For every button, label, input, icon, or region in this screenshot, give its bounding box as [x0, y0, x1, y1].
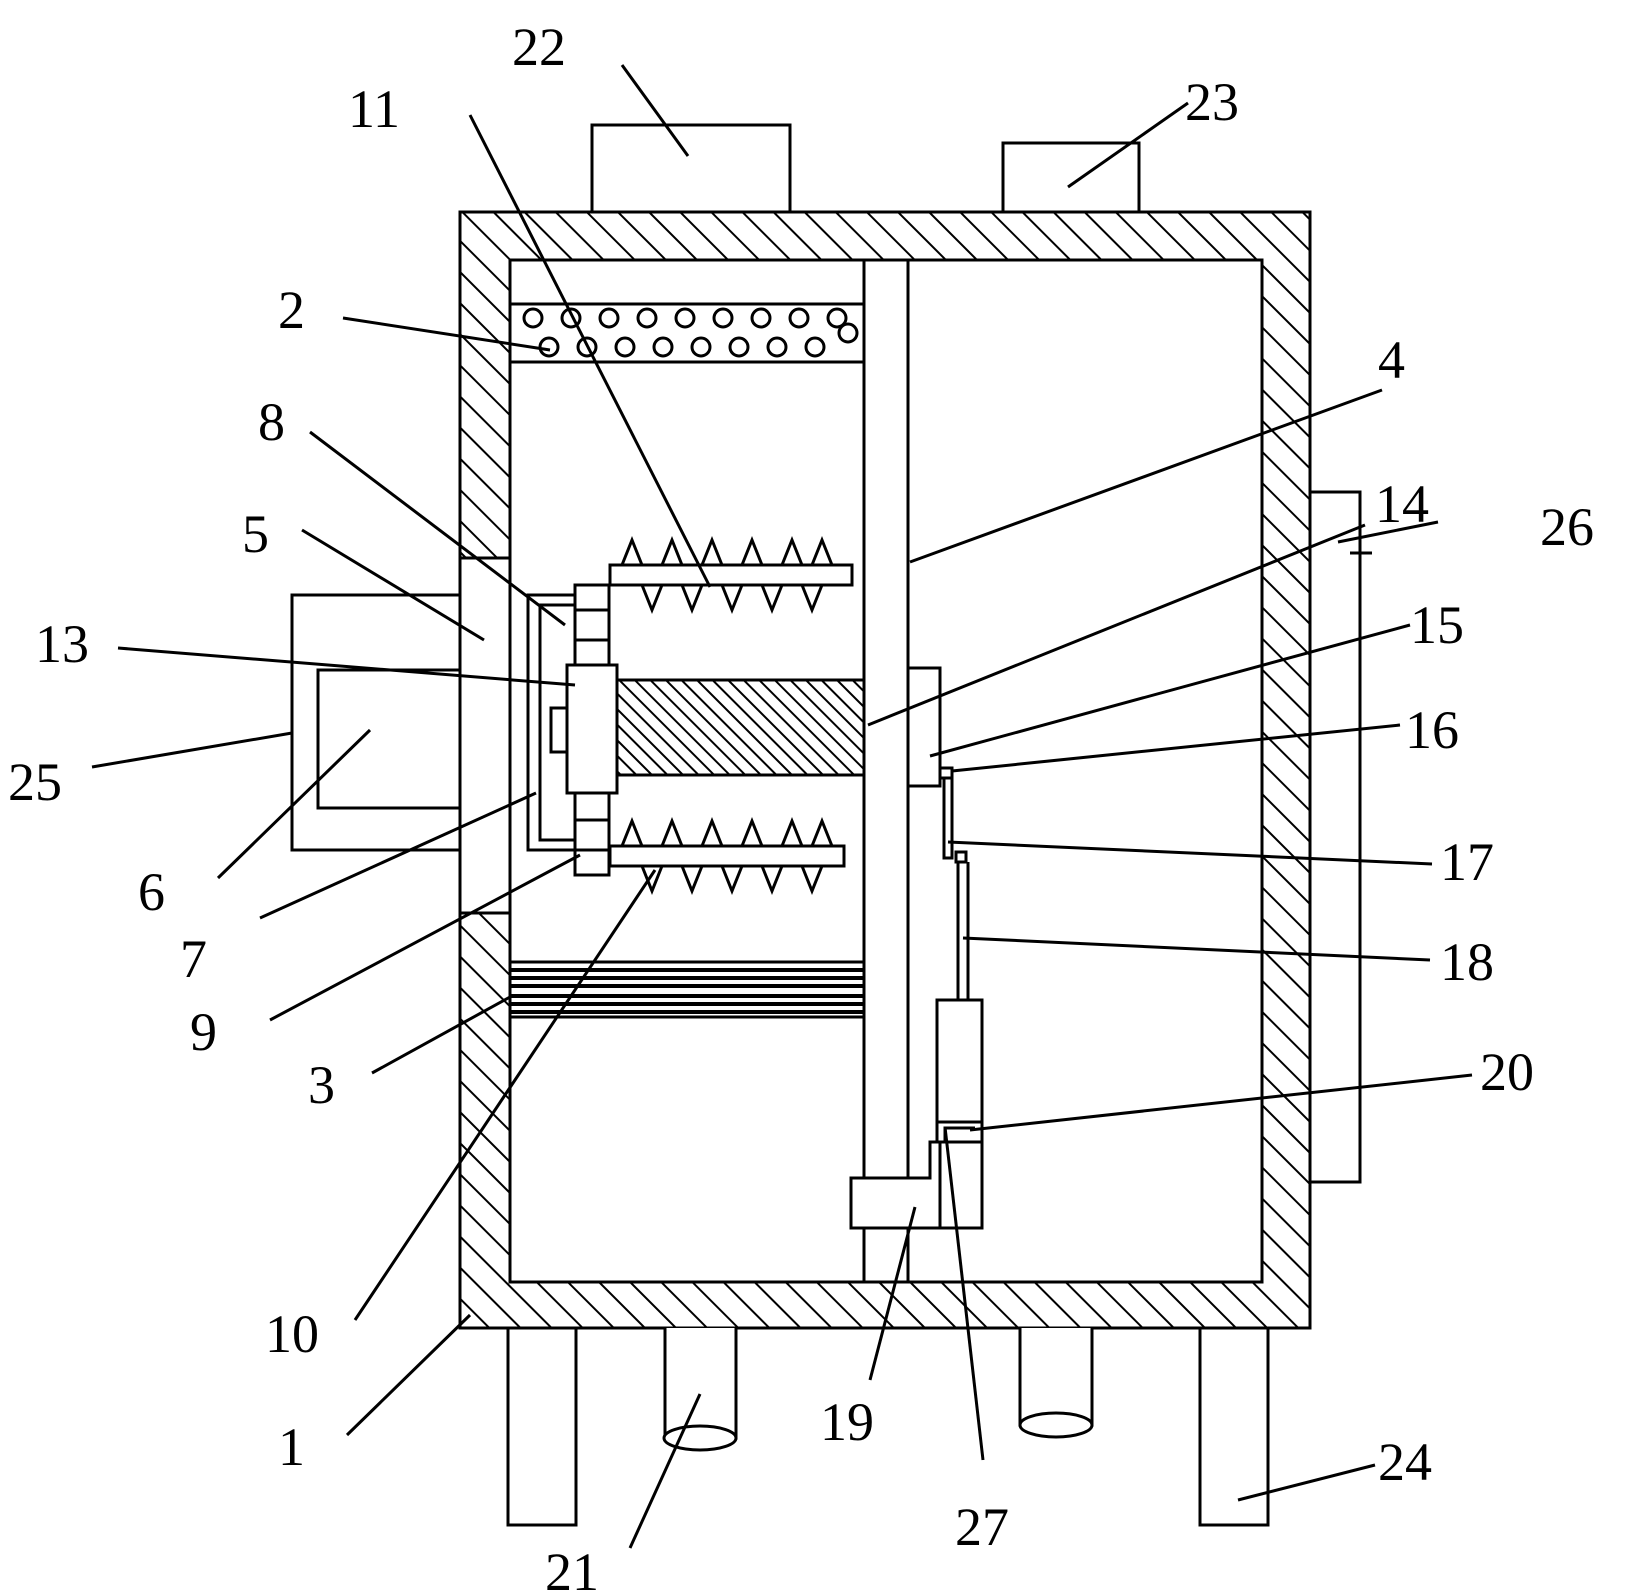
label-3: 3 — [308, 1055, 335, 1115]
label-1: 1 — [278, 1417, 305, 1477]
label-27: 27 — [955, 1497, 1009, 1557]
label-2: 2 — [278, 280, 305, 340]
block-15 — [906, 666, 942, 788]
label-15: 15 — [1410, 595, 1464, 655]
leader-lines — [91, 64, 1473, 1549]
pin-17b — [954, 850, 968, 864]
label-19: 19 — [820, 1392, 874, 1452]
label-26: 26 — [1540, 497, 1594, 557]
outlet-right-mouth — [1018, 1411, 1094, 1439]
label-13: 13 — [35, 614, 89, 674]
label-24: 24 — [1378, 1432, 1432, 1492]
gear-set — [549, 583, 619, 877]
label-4: 4 — [1378, 330, 1405, 390]
label-22: 22 — [512, 17, 566, 77]
motor-6 — [316, 668, 462, 810]
label-6: 6 — [138, 862, 165, 922]
label-9: 9 — [190, 1002, 217, 1062]
crushing-roller-10 — [608, 816, 846, 896]
leg-right — [1198, 1326, 1270, 1527]
label-5: 5 — [242, 504, 269, 564]
link-17 — [942, 778, 954, 860]
top-box-22 — [590, 123, 792, 214]
leg-left — [506, 1326, 578, 1527]
label-16: 16 — [1405, 700, 1459, 760]
label-17: 17 — [1440, 832, 1494, 892]
crushing-drum-14 — [612, 678, 866, 777]
label-23: 23 — [1185, 72, 1239, 132]
label-18: 18 — [1440, 932, 1494, 992]
side-panel-26 — [1308, 490, 1362, 1184]
screen-3 — [508, 960, 866, 1019]
label-11: 11 — [348, 79, 400, 139]
label-7: 7 — [180, 929, 207, 989]
label-21: 21 — [545, 1542, 599, 1594]
cylinder-20 — [935, 998, 984, 1230]
crushing-roller-11 — [608, 535, 854, 615]
pin-16 — [938, 766, 954, 780]
housing — [458, 210, 1312, 1330]
outlet-right — [1018, 1328, 1094, 1427]
label-20: 20 — [1480, 1042, 1534, 1102]
bracket-7 — [526, 593, 575, 852]
label-14: 14 — [1375, 474, 1429, 534]
filter-screen-2 — [508, 302, 866, 364]
outlet-left — [663, 1328, 738, 1440]
label-10: 10 — [265, 1304, 319, 1364]
label-8: 8 — [258, 392, 285, 452]
partition-4 — [862, 260, 910, 1282]
seat-19 — [849, 1140, 942, 1230]
label-25: 25 — [8, 752, 62, 812]
bracket-7-inner — [538, 603, 575, 842]
